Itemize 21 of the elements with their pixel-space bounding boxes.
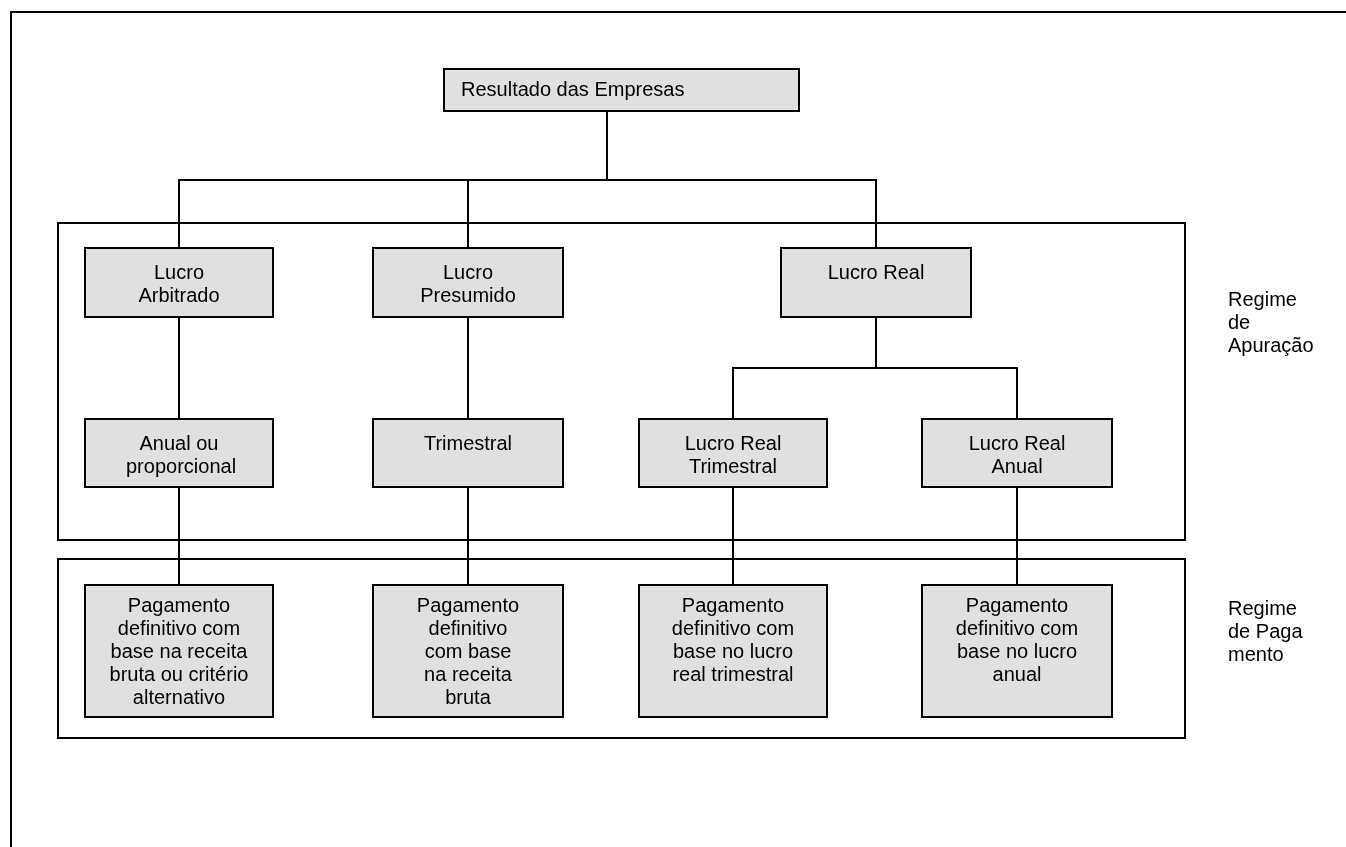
side-label: Regime de Paga mento bbox=[1228, 597, 1304, 666]
connector-line bbox=[875, 317, 1018, 419]
process-box: Resultado das Empresas bbox=[443, 68, 800, 112]
connector-line bbox=[467, 487, 469, 585]
process-box: Pagamento definitivo com base no lucro real trimestral bbox=[638, 584, 828, 718]
process-box: Lucro Real bbox=[780, 247, 972, 318]
process-box: Lucro Arbitrado bbox=[84, 247, 274, 318]
process-box: Anual ou proporcional bbox=[84, 418, 274, 488]
connector-line bbox=[178, 317, 180, 419]
connector-line bbox=[467, 317, 469, 419]
process-box: Pagamento definitivo com base no lucro anual bbox=[921, 584, 1113, 718]
process-box: Trimestral bbox=[372, 418, 564, 488]
process-box: Lucro Presumido bbox=[372, 247, 564, 318]
connector-line bbox=[178, 487, 180, 585]
connector-line bbox=[732, 487, 734, 585]
side-label: Regime de Apuração bbox=[1228, 288, 1314, 357]
process-box: Pagamento definitivo com base na receita bruta ou critério alternativo bbox=[84, 584, 274, 718]
process-box: Lucro Real Trimestral bbox=[638, 418, 828, 488]
process-box: Lucro Real Anual bbox=[921, 418, 1113, 488]
connector-line bbox=[1016, 487, 1018, 585]
process-box: Pagamento definitivo com base na receita bruta bbox=[372, 584, 564, 718]
